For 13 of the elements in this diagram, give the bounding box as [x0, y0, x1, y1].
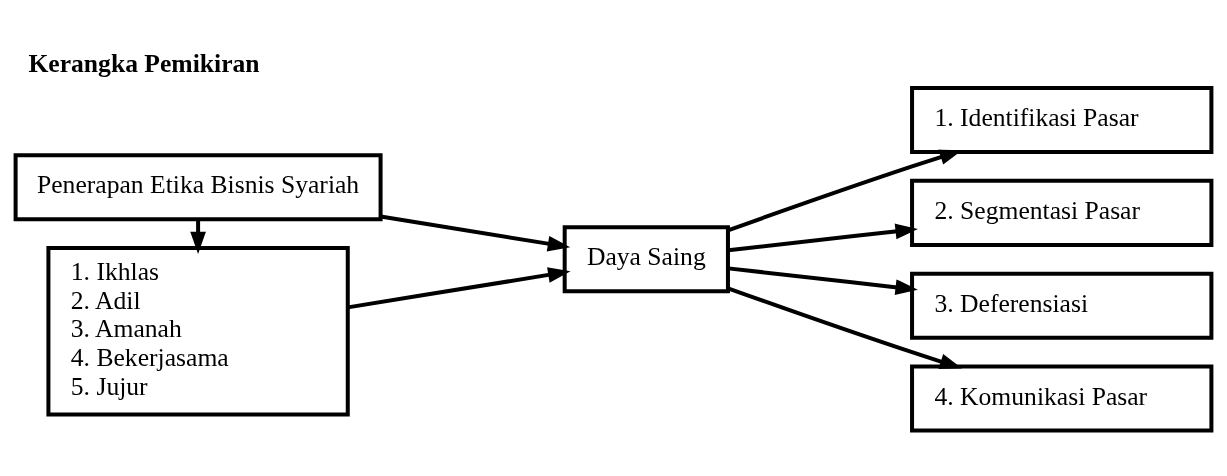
node-box: Daya Saing	[562, 224, 730, 293]
node-box: 3. Deferensiasi	[910, 271, 1214, 340]
arrow	[727, 285, 963, 369]
node-box: 4. Komunikasi Pasar	[910, 364, 1214, 433]
arrow	[728, 223, 918, 252]
node-box: 2. Segmentasi Pasar	[910, 178, 1214, 247]
node-box: Penerapan Etika Bisnis Syariah	[13, 152, 383, 221]
node-box: 1. Ikhlas 2. Adil 3. Amanah 4. Bekerjasama 5. Jujur	[46, 245, 350, 417]
diagram-title: Kerangka Pemikiran	[28, 48, 260, 78]
arrow	[347, 266, 571, 309]
arrow	[380, 214, 571, 251]
node-box: 1. Identifikasi Pasar	[910, 85, 1214, 154]
arrow	[728, 265, 918, 295]
